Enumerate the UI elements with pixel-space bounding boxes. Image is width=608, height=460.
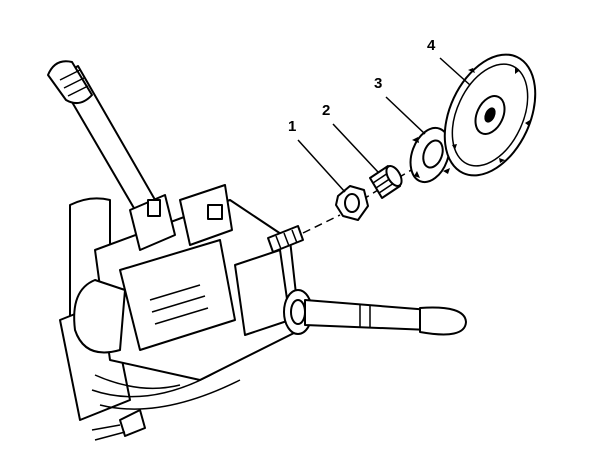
upper-lever [47,60,159,216]
callout-1: 1 [288,118,297,135]
callout-4: 4 [427,37,436,54]
steering-column-housing [59,184,301,441]
callout-leaders [297,57,471,193]
part-1-nut [335,185,369,221]
part-2-spring [369,165,403,199]
part-4-plate [443,53,537,177]
callout-3: 3 [374,75,383,92]
part-3-bearing-race [409,126,451,184]
callout-2: 2 [322,102,331,119]
turn-signal-lever [283,289,467,336]
